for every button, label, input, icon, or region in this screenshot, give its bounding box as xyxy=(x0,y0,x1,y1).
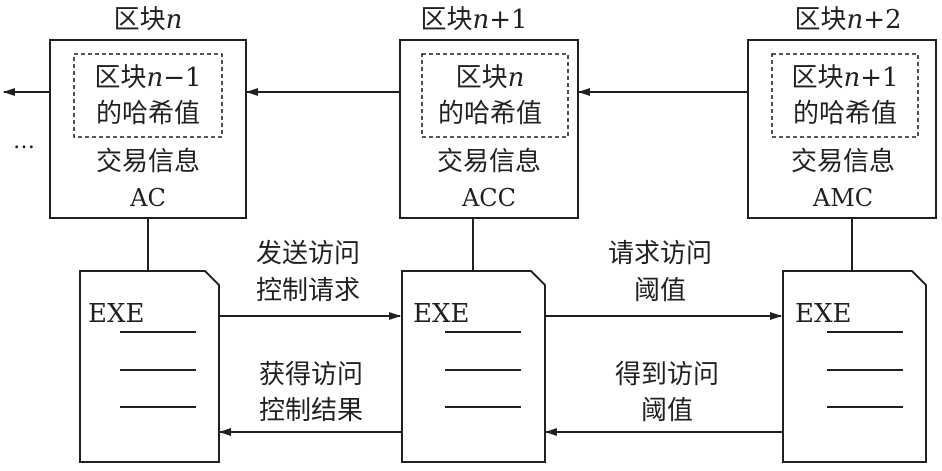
prev-hash-label: 区块n+1 xyxy=(791,63,898,93)
get-threshold-label: 得到访问 xyxy=(615,360,719,390)
transaction-info-label: 交易信息 xyxy=(791,147,895,177)
exe-label: EXE xyxy=(413,299,469,329)
transaction-info-label: 交易信息 xyxy=(96,147,200,177)
exe-document-icon xyxy=(401,270,546,463)
block-box xyxy=(399,39,579,219)
transaction-info-label: 交易信息 xyxy=(437,147,541,177)
block-box xyxy=(747,39,937,219)
exe-document-icon xyxy=(782,270,927,463)
prev-hash-label-line2: 的哈希值 xyxy=(438,99,542,129)
get-threshold-label-line2: 阈值 xyxy=(641,396,693,426)
prev-hash-box xyxy=(73,53,223,138)
transaction-info-value: AC xyxy=(129,184,166,212)
prev-hash-label: 区块n xyxy=(456,63,525,93)
request-threshold-label-line2: 阈值 xyxy=(634,276,686,306)
send-request-label-line2: 控制请求 xyxy=(256,276,360,306)
prev-hash-label: 区块n−1 xyxy=(94,63,201,93)
transaction-info-value: AMC xyxy=(812,184,873,212)
prev-hash-label-line2: 的哈希值 xyxy=(793,99,897,129)
exe-document-icon xyxy=(79,270,220,463)
request-threshold-label: 请求访问 xyxy=(608,239,712,269)
get-result-label-line2: 控制结果 xyxy=(259,396,363,426)
exe-label: EXE xyxy=(795,299,851,329)
exe-label: EXE xyxy=(88,299,144,329)
block-title: 区块n+2 xyxy=(794,5,901,35)
send-request-label: 发送访问 xyxy=(256,239,360,269)
block-title: 区块n+1 xyxy=(420,5,527,35)
prev-hash-label-line2: 的哈希值 xyxy=(96,99,200,129)
ellipsis: … xyxy=(13,129,35,154)
prev-hash-box xyxy=(771,53,919,138)
transaction-info-value: ACC xyxy=(461,184,516,212)
prev-hash-box xyxy=(421,53,569,138)
block-title: 区块n xyxy=(114,5,183,35)
get-result-label: 获得访问 xyxy=(259,360,363,390)
